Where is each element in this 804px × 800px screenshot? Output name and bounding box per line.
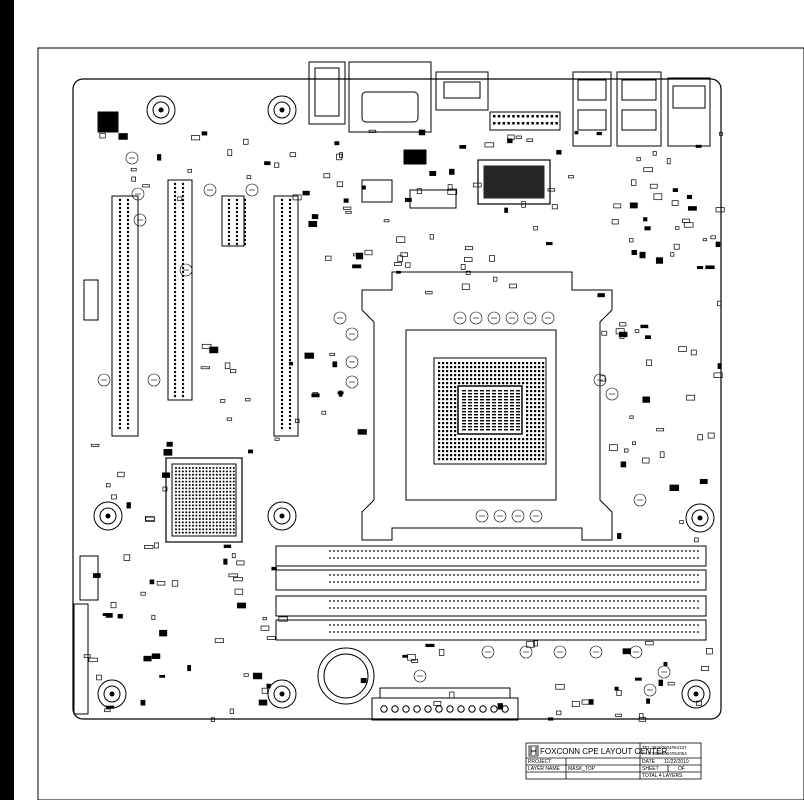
smd-components [83, 129, 725, 722]
sheet-label: SHEET [642, 766, 659, 772]
pcie-slot-1 [111, 195, 139, 437]
cpu-socket-frame [361, 271, 613, 541]
cpu-socket-pins [438, 362, 545, 461]
mounting-holes [93, 95, 715, 709]
date-value: 11/22/2010 [664, 759, 689, 765]
io-usb-stack-1 [572, 71, 612, 147]
sheet-of: OF [678, 766, 685, 772]
front-panel-headers [73, 279, 99, 715]
rear-io-connectors [308, 61, 711, 147]
io-vga-port [348, 61, 432, 133]
io-usb-stack-2 [616, 71, 662, 147]
io-hdmi-port [435, 71, 489, 111]
header-top-pins [493, 115, 558, 125]
foxconn-logo-icon [528, 745, 539, 757]
dimm-slot-4 [275, 619, 707, 641]
dimm-slots [275, 545, 707, 641]
total-layers: TOTAL 4 LAYERS [642, 773, 683, 779]
cpu-socket [361, 271, 613, 541]
io-lan-usb-stack [667, 77, 711, 147]
left-edge-bar [0, 0, 14, 800]
pcie-slot-2 [167, 179, 193, 401]
mounting-hole-top-mid [267, 95, 297, 125]
dimm-slot-3 [275, 595, 707, 617]
chipset-bga [165, 457, 243, 543]
project-label: PROJECT [528, 759, 552, 765]
date-label: DATE [642, 759, 655, 765]
chipset-bga-balls [175, 467, 235, 534]
pcie-slot-3 [221, 195, 245, 247]
mounting-hole-left-mid [93, 501, 123, 531]
io-audio-jack [308, 61, 346, 125]
cpu-socket-cavity [405, 329, 557, 501]
cpu-socket-center [457, 385, 523, 435]
layer-label: LAYER NAME [528, 766, 560, 772]
pcie-slot-4 [273, 195, 299, 437]
sheet-frame [37, 47, 804, 800]
board-outline [72, 78, 722, 720]
pcie-slot-pins [118, 182, 292, 430]
controller-chip-top [97, 111, 551, 205]
dimm-slot-2 [275, 569, 707, 591]
tel-number: TEL:38200004#54137 [642, 745, 687, 750]
title-block-frame [525, 742, 702, 780]
via-circles [97, 151, 671, 697]
title-block: FOXCONN CPE LAYOUT CENTER TEL:38200004#5… [526, 743, 701, 779]
pcie-slots [111, 179, 299, 437]
cmos-battery [317, 647, 375, 705]
mounting-hole-top-left [146, 95, 176, 125]
dimm-slot-1 [275, 545, 707, 567]
company-name: FOXCONN CPE LAYOUT CENTER [540, 747, 668, 756]
atx-power-pins [380, 705, 509, 713]
mounting-hole-center-left [267, 501, 297, 531]
atx-power-connector [371, 687, 519, 721]
mounting-hole-bottom-left [97, 679, 127, 709]
dimm-slot-pins [329, 550, 699, 633]
mounting-hole-right-mid [685, 503, 715, 533]
mounting-hole-bottom-center [267, 679, 297, 709]
cpu-socket-lga-field [433, 357, 547, 465]
fax-number: FAX:38200004#54054 [642, 751, 687, 756]
layer-value: MASK_TOP [568, 766, 596, 772]
